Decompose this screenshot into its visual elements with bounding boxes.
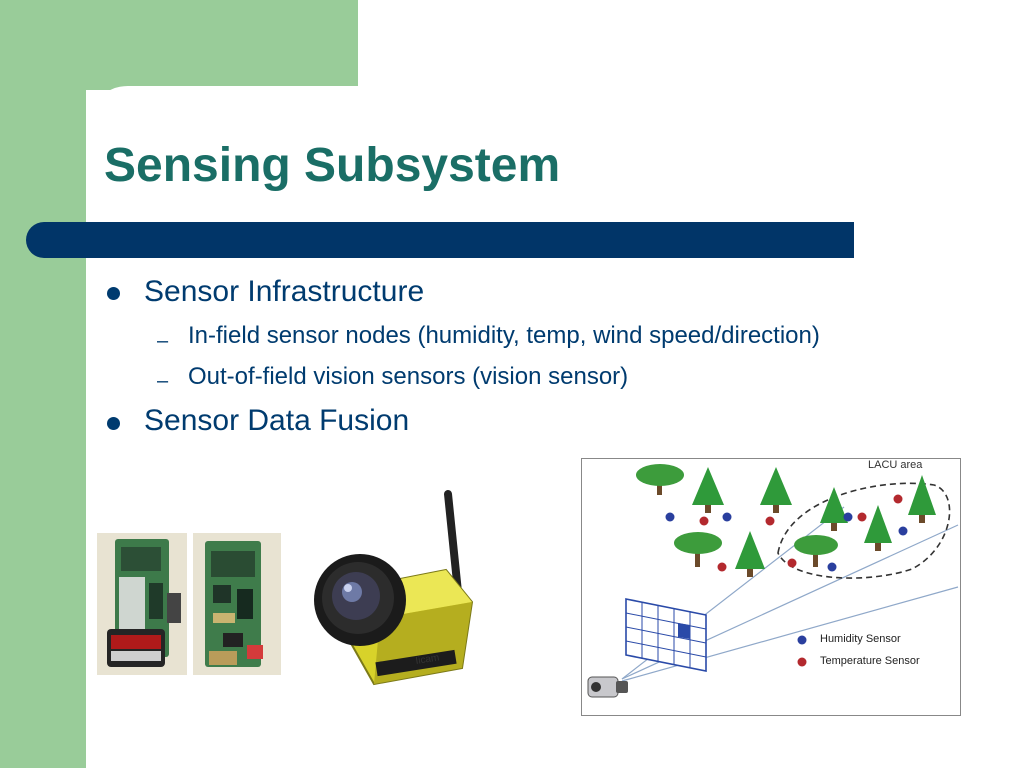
- tree-icon: [735, 531, 765, 577]
- bullet-dot-2: [107, 417, 120, 430]
- sensor-node-photo-2: [193, 533, 281, 675]
- video-camera-icon: [587, 676, 628, 698]
- vision-camera-photo: Iicam: [314, 490, 474, 686]
- temperature-sensor-marker: [857, 512, 867, 522]
- title-underline-bar: [26, 222, 854, 258]
- temperature-sensor-marker: [699, 516, 709, 526]
- tree-icon: [820, 487, 848, 531]
- legend-humidity-dot: [797, 635, 807, 645]
- humidity-sensor-marker: [843, 512, 853, 522]
- field-sensor-diagram: LACU area Humidity Sensor Temperature Se…: [581, 458, 961, 716]
- sub-bullet-out-of-field: Out-of-field vision sensors (vision sens…: [188, 363, 629, 390]
- temperature-sensor-marker: [765, 516, 775, 526]
- tree-icon: [760, 467, 792, 513]
- tree-icon: [692, 467, 724, 513]
- tree-icon: [908, 475, 936, 523]
- legend-humidity-label: Humidity Sensor: [820, 633, 901, 645]
- humidity-sensor-marker: [827, 562, 837, 572]
- humidity-sensor-marker: [898, 526, 908, 536]
- sub-bullet-marker-2: –: [157, 370, 169, 392]
- bullet-sensor-infrastructure: Sensor Infrastructure: [144, 275, 425, 308]
- temperature-sensor-marker: [893, 494, 903, 504]
- lacu-area-boundary: [777, 482, 951, 579]
- humidity-sensor-marker: [722, 512, 732, 522]
- sensor-node-photo-1: [97, 533, 187, 675]
- sub-bullet-in-field: In-field sensor nodes (humidity, temp, w…: [188, 322, 820, 349]
- image-plane-grid: [625, 598, 707, 672]
- field-diagram-canvas: [587, 464, 959, 698]
- bullet-sensor-data-fusion: Sensor Data Fusion: [144, 404, 410, 437]
- humidity-sensor-marker: [665, 512, 675, 522]
- tree-icon: [864, 505, 892, 551]
- slide-title: Sensing Subsystem: [104, 139, 561, 192]
- temperature-sensor-marker: [787, 558, 797, 568]
- tree-icon: [794, 535, 838, 567]
- legend-temperature-label: Temperature Sensor: [820, 655, 920, 667]
- camera-brand-label: Iicam: [415, 652, 440, 667]
- sub-bullet-marker-1: –: [157, 330, 169, 352]
- tree-icon: [674, 532, 722, 567]
- bullet-dot-1: [107, 287, 120, 300]
- tree-icon: [636, 464, 684, 495]
- legend-temperature-dot: [797, 657, 807, 667]
- green-left-strip: [0, 0, 86, 768]
- lacu-area-label: LACU area: [868, 459, 923, 471]
- temperature-sensor-marker: [717, 562, 727, 572]
